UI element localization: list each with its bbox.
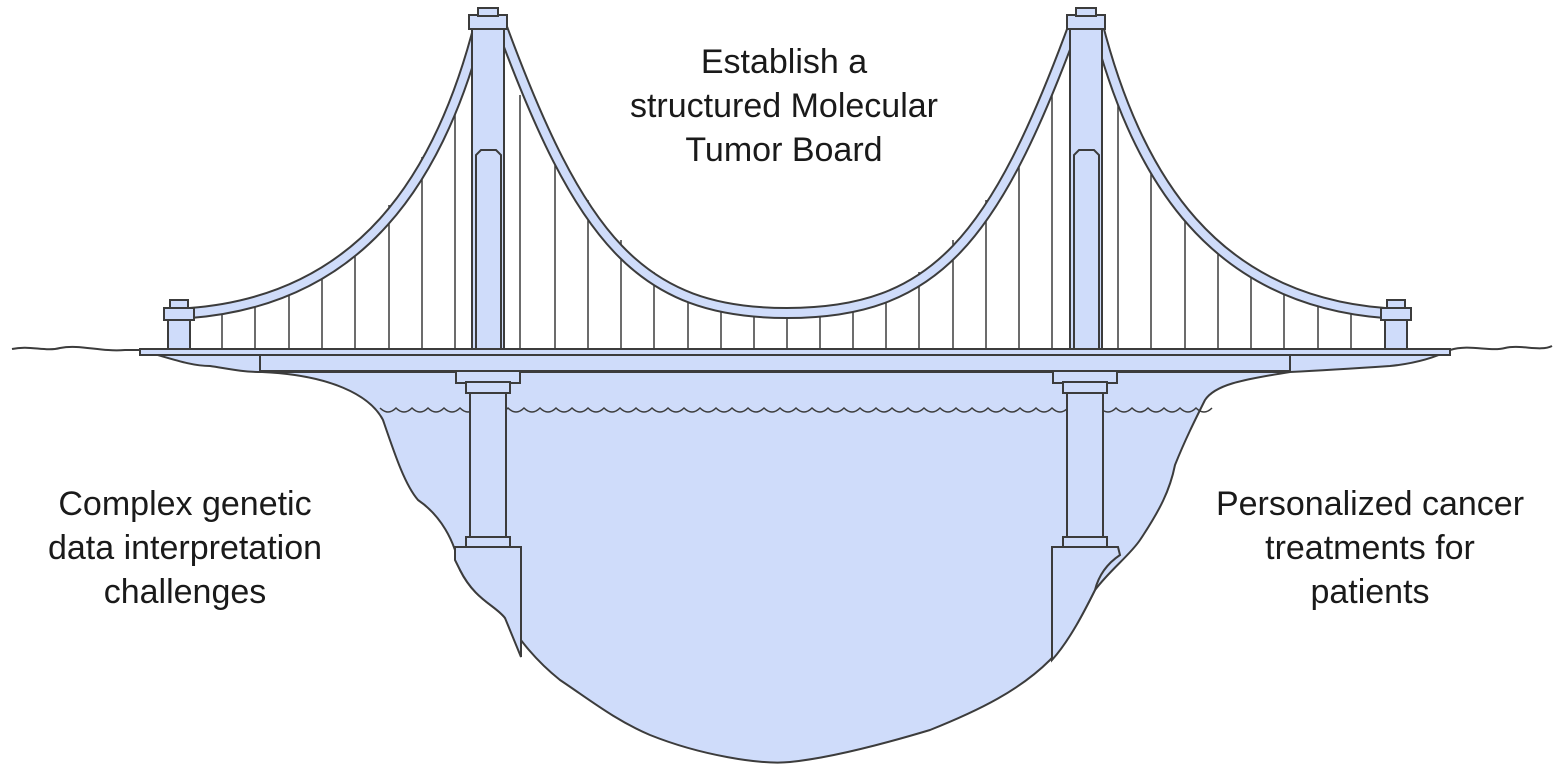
current-state-label: Complex genetic data interpretation chal…	[10, 482, 360, 614]
bridge-deck	[140, 349, 1450, 371]
ground-right	[1450, 346, 1552, 350]
tower-left	[469, 8, 507, 351]
tower-right	[1067, 8, 1105, 351]
current-state-label-line-2: data interpretation	[10, 526, 360, 570]
goal-label-line-1: Establish a	[584, 40, 984, 84]
current-state-label-line-1: Complex genetic	[10, 482, 360, 526]
river-water	[262, 372, 1290, 763]
goal-label-line-3: Tumor Board	[584, 128, 984, 172]
desired-state-label-line-1: Personalized cancer	[1190, 482, 1550, 526]
ground-left	[12, 347, 140, 350]
current-state-label-line-3: challenges	[10, 570, 360, 614]
end-post-left	[164, 300, 194, 350]
goal-label: Establish a structured Molecular Tumor B…	[584, 40, 984, 172]
desired-state-label-line-3: patients	[1190, 570, 1550, 614]
goal-label-line-2: structured Molecular	[584, 84, 984, 128]
desired-state-label: Personalized cancer treatments for patie…	[1190, 482, 1550, 614]
desired-state-label-line-2: treatments for	[1190, 526, 1550, 570]
end-post-right	[1381, 300, 1411, 350]
